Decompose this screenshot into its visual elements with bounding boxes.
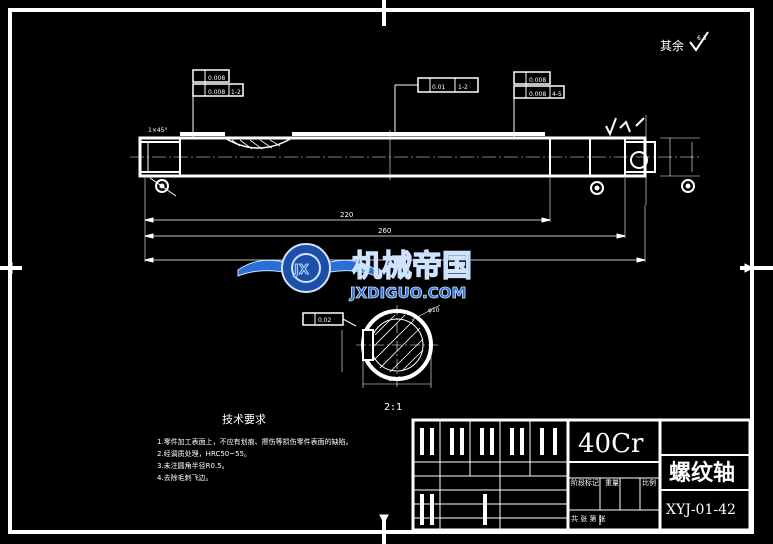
roughness-note-text: 其余 [660, 38, 684, 53]
watermark-cn: 机械帝国 [352, 249, 472, 284]
dim-220-label: 220 [340, 211, 353, 219]
tech-note-1: 1.零件加工表面上，不应有划痕、擦伤等损伤零件表面的缺陷。 [157, 437, 353, 446]
gdt-left [192, 69, 244, 138]
section-diameter-label: φ10 [428, 307, 440, 314]
watermark-logo-text: JX [293, 263, 309, 278]
scale-label: 2:1 [384, 402, 402, 413]
stage-mark-label: 阶段标记 [571, 478, 599, 487]
title-block [411, 418, 752, 532]
shaft-main-view [130, 115, 700, 205]
tech-requirements-title: 技术要求 [222, 413, 266, 426]
gdt-center-value: 0.01 [432, 84, 446, 91]
section-gdt-value: 0.02 [318, 317, 332, 324]
material-label: 40Cr [578, 429, 644, 459]
gdt-left-value-1: 0.008 [208, 75, 225, 82]
length-dimensions [144, 178, 646, 263]
right-end-roughness-marks [605, 117, 645, 137]
gdt-right [513, 71, 565, 138]
chamfer-left-label: 1×45° [148, 127, 167, 134]
cross-section-view [302, 304, 441, 390]
watermark-en: JXDIGUO.COM [349, 284, 466, 302]
dim-260-label: 260 [378, 227, 391, 235]
roughness-value: 6.3 [697, 35, 707, 42]
gdt-right-value-1: 0.008 [529, 77, 546, 84]
gdt-center [394, 77, 479, 134]
tech-note-3: 3.未注圆角半径R0.5。 [157, 461, 229, 470]
tech-note-2: 2.经调质处理，HRC50~55。 [157, 449, 251, 458]
gdt-right-value-2: 0.008 [529, 91, 546, 98]
watermark-logo: JX [237, 243, 377, 293]
roughness-note: 其余 6.3 [660, 31, 709, 53]
tech-note-4: 4.去除毛刺飞边。 [157, 473, 213, 482]
roughness-symbol-icon [689, 31, 709, 52]
sheet-count-label: 共 张 第 张 [571, 514, 606, 523]
gdt-right-datum: 4-5 [552, 91, 562, 98]
ratio-label: 比例 [642, 478, 656, 487]
weight-label: 重量 [605, 479, 619, 487]
drawing-number: XYJ-01-42 [666, 502, 736, 518]
gdt-center-datum: 1-2 [458, 84, 468, 91]
part-name: 螺纹轴 [669, 460, 735, 486]
section-key-width-label: 14.5 [388, 376, 402, 383]
gdt-left-value-2: 0.008 [208, 89, 225, 96]
gdt-left-datum: 1-2 [231, 89, 241, 96]
gear-icon [281, 243, 331, 293]
